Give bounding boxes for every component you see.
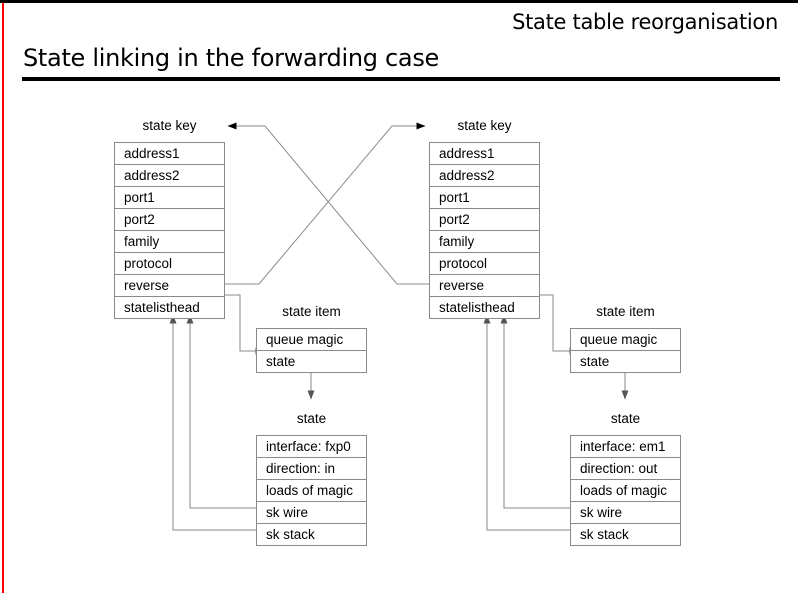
row-state-item-left-state: state: [257, 351, 366, 373]
row-state-key-left-family: family: [115, 231, 224, 253]
row-state-left-loads-of-magic: loads of magic: [257, 480, 366, 502]
wire-skwire-left: [186, 314, 256, 509]
row-state-key-right-address1: address1: [430, 143, 539, 165]
row-state-key-right-protocol: protocol: [430, 253, 539, 275]
page-title: State linking in the forwarding case: [23, 44, 439, 72]
row-state-right-interface-em1: interface: em1: [571, 436, 680, 458]
wire-skstack-left: [169, 314, 256, 531]
row-state-left-direction-in: direction: in: [257, 458, 366, 480]
row-state-right-loads-of-magic: loads of magic: [571, 480, 680, 502]
row-state-key-right-port1: port1: [430, 187, 539, 209]
row-state-key-left-address2: address2: [115, 165, 224, 187]
title-divider: [22, 77, 780, 81]
row-state-key-left-port1: port1: [115, 187, 224, 209]
row-state-left-sk-stack: sk stack: [257, 524, 366, 546]
row-state-right-sk-stack: sk stack: [571, 524, 680, 546]
row-state-key-right-address2: address2: [430, 165, 539, 187]
row-state-key-right-port2: port2: [430, 209, 539, 231]
caption-state-key-left: state key: [142, 118, 197, 133]
row-state-item-right-queue-magic: queue magic: [571, 329, 680, 351]
wire-skwire-right: [500, 314, 570, 509]
row-state-item-right-state: state: [571, 351, 680, 373]
row-state-right-direction-out: direction: out: [571, 458, 680, 480]
caption-state-item-right: state item: [596, 304, 655, 319]
caption-state-key-right: state key: [457, 118, 512, 133]
caption-state-left: state: [296, 411, 327, 426]
row-state-key-left-protocol: protocol: [115, 253, 224, 275]
row-state-key-right-statelisthead: statelisthead: [430, 297, 539, 319]
row-state-item-left-queue-magic: queue magic: [257, 329, 366, 351]
wire-skstack-right: [483, 314, 570, 531]
caption-state-item-left: state item: [282, 304, 341, 319]
row-state-key-left-port2: port2: [115, 209, 224, 231]
row-state-left-sk-wire: sk wire: [257, 502, 366, 524]
caption-state-right: state: [610, 411, 641, 426]
row-state-left-interface-fxp0: interface: fxp0: [257, 436, 366, 458]
wire-reverse-left-to-right-key: [225, 122, 426, 285]
slide-kicker: State table reorganisation: [512, 10, 778, 34]
left-accent-rule: [2, 3, 4, 593]
row-state-right-sk-wire: sk wire: [571, 502, 680, 524]
row-state-key-left-address1: address1: [115, 143, 224, 165]
row-state-key-right-reverse: reverse: [430, 275, 539, 297]
row-state-key-left-statelisthead: statelisthead: [115, 297, 224, 319]
row-state-key-right-family: family: [430, 231, 539, 253]
row-state-key-left-reverse: reverse: [115, 275, 224, 297]
